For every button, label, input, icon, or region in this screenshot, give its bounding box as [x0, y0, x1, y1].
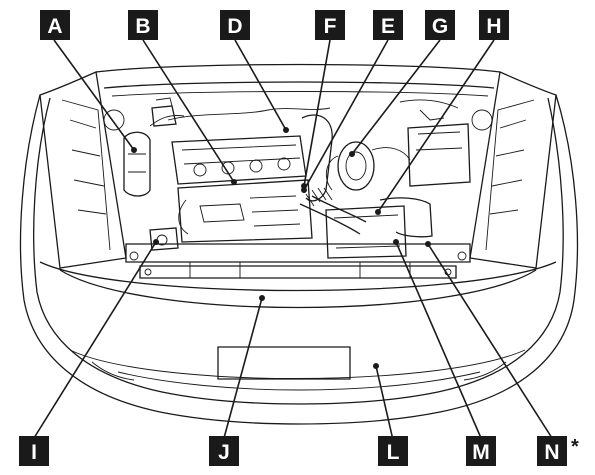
radiator-support	[125, 243, 471, 279]
callout-N: N	[537, 436, 567, 466]
callout-J: J	[209, 436, 239, 466]
callout-I-label: I	[31, 441, 37, 464]
callout-D: D	[220, 10, 250, 40]
callout-D-label: D	[227, 15, 242, 38]
callout-E: E	[373, 10, 403, 40]
callout-J-label: J	[218, 441, 230, 464]
callout-H: H	[479, 10, 509, 40]
callout-G-label: G	[432, 15, 448, 38]
callout-N-label: N	[544, 441, 559, 464]
callout-H-label: H	[486, 15, 501, 38]
left-side-components	[103, 97, 493, 251]
car-body-outline	[19, 94, 579, 425]
air-intake-duct	[299, 114, 433, 259]
callout-F: F	[315, 10, 345, 40]
callout-L: L	[378, 436, 408, 466]
callout-B: B	[128, 10, 158, 40]
fender-and-strut-area	[39, 63, 557, 269]
callout-G: G	[425, 10, 455, 40]
leader-lines	[33, 39, 553, 441]
leader-endpoints	[131, 127, 431, 369]
engine-block	[149, 107, 331, 243]
callout-I: I	[19, 436, 49, 466]
callout-M-label: M	[472, 441, 490, 464]
callout-F-label: F	[324, 15, 337, 38]
right-side-components	[325, 99, 471, 191]
callout-M: M	[466, 436, 496, 466]
note-asterisk: *	[571, 436, 579, 458]
callout-E-label: E	[381, 15, 395, 38]
callout-B-label: B	[135, 15, 150, 38]
callout-L-label: L	[387, 441, 400, 464]
callout-A-label: A	[47, 15, 62, 38]
callout-A: A	[40, 10, 70, 40]
